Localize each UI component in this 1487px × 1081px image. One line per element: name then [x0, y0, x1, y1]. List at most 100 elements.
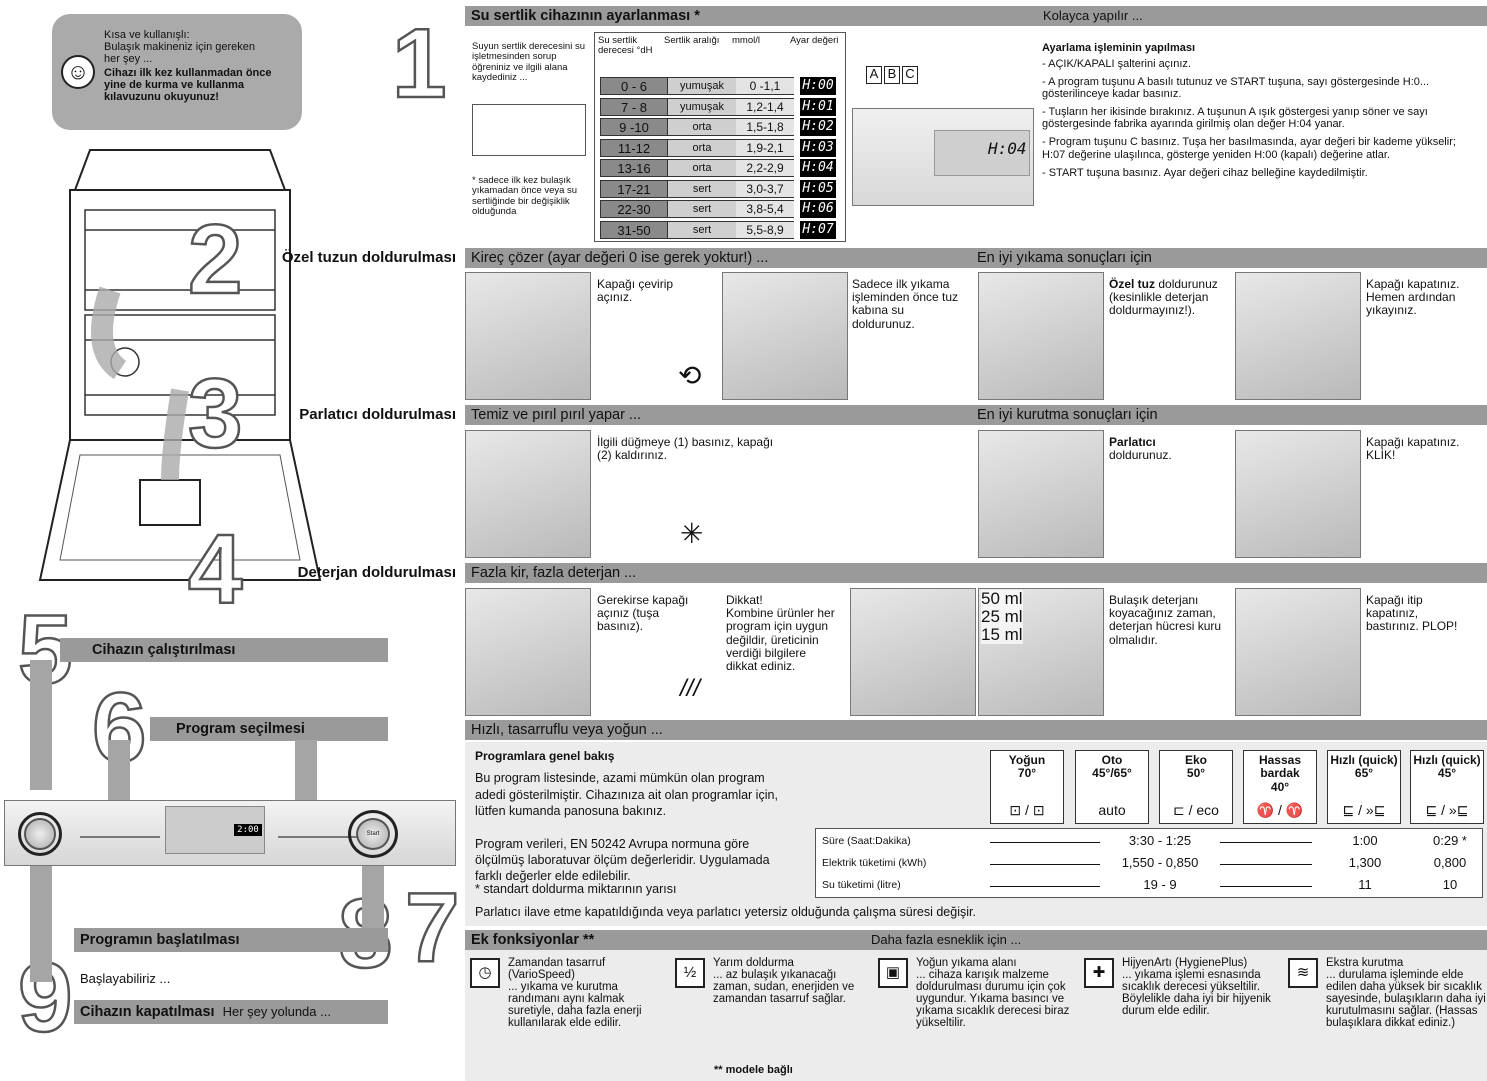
- ek-function-icon: ≋: [1288, 958, 1318, 988]
- program-name: Hızlı (quick): [1330, 753, 1398, 767]
- photo-s2-4: [1235, 272, 1361, 400]
- ek-function-icon: ½: [675, 958, 705, 988]
- col-head-2: Sertlik aralığı: [664, 35, 720, 46]
- bar-s6: Program seçilmesi: [150, 717, 388, 741]
- key-b: B: [884, 66, 900, 84]
- hardness-cell: 3,0-3,7: [736, 179, 794, 198]
- key-labels: A B C: [866, 66, 918, 84]
- panel-display: 2:00: [234, 824, 262, 836]
- program-box: Hızlı (quick)45°⊑ / »⊑: [1410, 750, 1484, 824]
- ek-foot: ** modele bağlı: [714, 1064, 793, 1076]
- s1-note: * sadece ilk kez bulaşık yıkamadan önce …: [472, 175, 578, 218]
- hardness-cell: H:03: [800, 138, 836, 157]
- hardness-cell: H:00: [800, 77, 836, 95]
- photo-s2-1: [465, 272, 591, 400]
- bar-s1: Su sertlik cihazının ayarlanması *Kolayc…: [465, 6, 1487, 26]
- program-temp: 40°: [1270, 779, 1290, 794]
- dishwasher-illustration: [38, 149, 322, 581]
- program-buttons[interactable]: [80, 836, 160, 842]
- bar-s3-label: Parlatıcı doldurulması: [299, 405, 456, 423]
- hardness-cell: 22-30: [600, 200, 668, 218]
- ek-item: Yarım doldurma... az bulaşık yıkanacağı …: [713, 957, 873, 1005]
- hardness-cell: 11-12: [600, 138, 668, 157]
- hardness-cell: 9 -10: [600, 118, 668, 136]
- s1-steps-title: Ayarlama işleminin yapılması: [1042, 42, 1196, 54]
- prog-text: Bu program listesinde, azami mümkün olan…: [475, 771, 778, 818]
- bar-s8: Programın başlatılması: [74, 928, 388, 952]
- hardness-cell: 1,5-1,8: [736, 118, 794, 136]
- hardness-cell: H:07: [800, 220, 836, 239]
- program-symbol-icon: ⊑ / »⊑: [1342, 802, 1386, 819]
- sparkle-icon: ✳: [680, 518, 704, 549]
- s4-c1: Gerekirse kapağı açınız (tuşa basınız).: [597, 593, 689, 634]
- timer-buttons[interactable]: [278, 836, 358, 842]
- hardness-cell: 17-21: [600, 179, 668, 198]
- swap-icon: ⟲: [678, 360, 702, 391]
- photo-s3-3: [978, 430, 1104, 558]
- hardness-cell: 7 - 8: [600, 97, 668, 116]
- program-name: Hızlı (quick): [1413, 753, 1481, 767]
- col-head-3: mmol/l: [732, 35, 760, 46]
- bar-ek: Ek fonksiyonlar **Daha fazla esneklik iç…: [465, 930, 1487, 950]
- photo-s3-1: [465, 430, 591, 558]
- intro-text: Kısa ve kullanışlı:Bulaşık makineniz içi…: [104, 29, 272, 104]
- hardness-cell: 1,9-2,1: [736, 138, 794, 157]
- s3-c4: Kapağı kapatınız. KLİK!: [1366, 435, 1460, 463]
- program-temp: 70°: [1017, 766, 1037, 781]
- ek-item-desc: ... durulama işleminde elde edilen daha …: [1326, 969, 1486, 1030]
- ek-item-title: Yarım doldurma: [713, 957, 794, 969]
- program-name: Eko: [1184, 753, 1207, 767]
- step-number-7: 7: [404, 872, 461, 982]
- hardness-cell: sert: [668, 200, 736, 218]
- key-a: A: [866, 66, 882, 84]
- step-number-3: 3: [187, 358, 244, 468]
- hardness-cell: orta: [668, 159, 736, 177]
- program-name: Yoğun: [1008, 753, 1046, 767]
- hardness-cell: sert: [668, 220, 736, 239]
- bar-s4: Fazla kir, fazla deterjan ...: [465, 563, 1487, 583]
- hardness-cell: 3,8-5,4: [736, 200, 794, 218]
- prog-row-label: Elektrik tüketimi (kWh): [822, 857, 927, 869]
- start-ring: [348, 810, 398, 858]
- ek-item-title: Zamandan tasarruf (VarioSpeed): [508, 957, 606, 982]
- step-number-2: 2: [187, 204, 244, 314]
- mini-panel-display: [934, 130, 1030, 176]
- hardness-entry-box[interactable]: [472, 104, 586, 156]
- photo-s2-3: [978, 272, 1104, 400]
- s1-steps: - AÇIK/KAPALI şalterini açınız. - A prog…: [1042, 58, 1456, 179]
- photo-s2-2: [722, 272, 848, 400]
- hardness-cell: yumuşak: [668, 97, 736, 116]
- col-head-1: Su sertlik derecesi °dH: [598, 35, 653, 57]
- prog-footer: Parlatıcı ilave etme kapatıldığında veya…: [475, 905, 976, 919]
- program-name: Hassas bardak: [1258, 753, 1302, 781]
- ek-item: HijyenArtı (HygienePlus)... yıkama işlem…: [1122, 957, 1282, 1017]
- hardness-cell: 31-50: [600, 220, 668, 239]
- s3-c1: İlgili düğmeye (1) basınız, kapağı (2) k…: [597, 435, 774, 463]
- hardness-cell: sert: [668, 179, 736, 198]
- step-number-4: 4: [187, 514, 244, 624]
- s2-c4: Kapağı kapatınız. Hemen ardından yıkayın…: [1366, 277, 1460, 318]
- program-box: Hızlı (quick)65°⊑ / »⊑: [1327, 750, 1401, 824]
- s2-c3: Özel tuz doldurunuz (kesinlikle deterjan…: [1109, 277, 1218, 318]
- prog-row-a: 11: [1358, 877, 1372, 892]
- prog-row-mid: 19 - 9: [1100, 877, 1220, 893]
- arrow-8: [362, 862, 384, 930]
- ek-item-desc: ... yıkama işlemi esnasında sıcaklık der…: [1122, 969, 1271, 1018]
- hardness-cell: 0 -1,1: [736, 77, 794, 95]
- program-name: Oto: [1101, 753, 1123, 767]
- s2-c1: Kapağı çevirip açınız.: [597, 277, 674, 305]
- ek-item-title: HijyenArtı (HygienePlus): [1122, 957, 1248, 969]
- program-symbol-icon: ⊡ / ⊡: [1009, 802, 1045, 819]
- bar-s2: Kireç çözer (ayar değeri 0 ise gerek yok…: [465, 248, 1487, 268]
- ek-item: Ekstra kurutma... durulama işleminde eld…: [1326, 957, 1486, 1029]
- ek-function-icon: ✚: [1084, 958, 1114, 988]
- hardness-cell: yumuşak: [668, 77, 736, 95]
- hardness-cell: orta: [668, 118, 736, 136]
